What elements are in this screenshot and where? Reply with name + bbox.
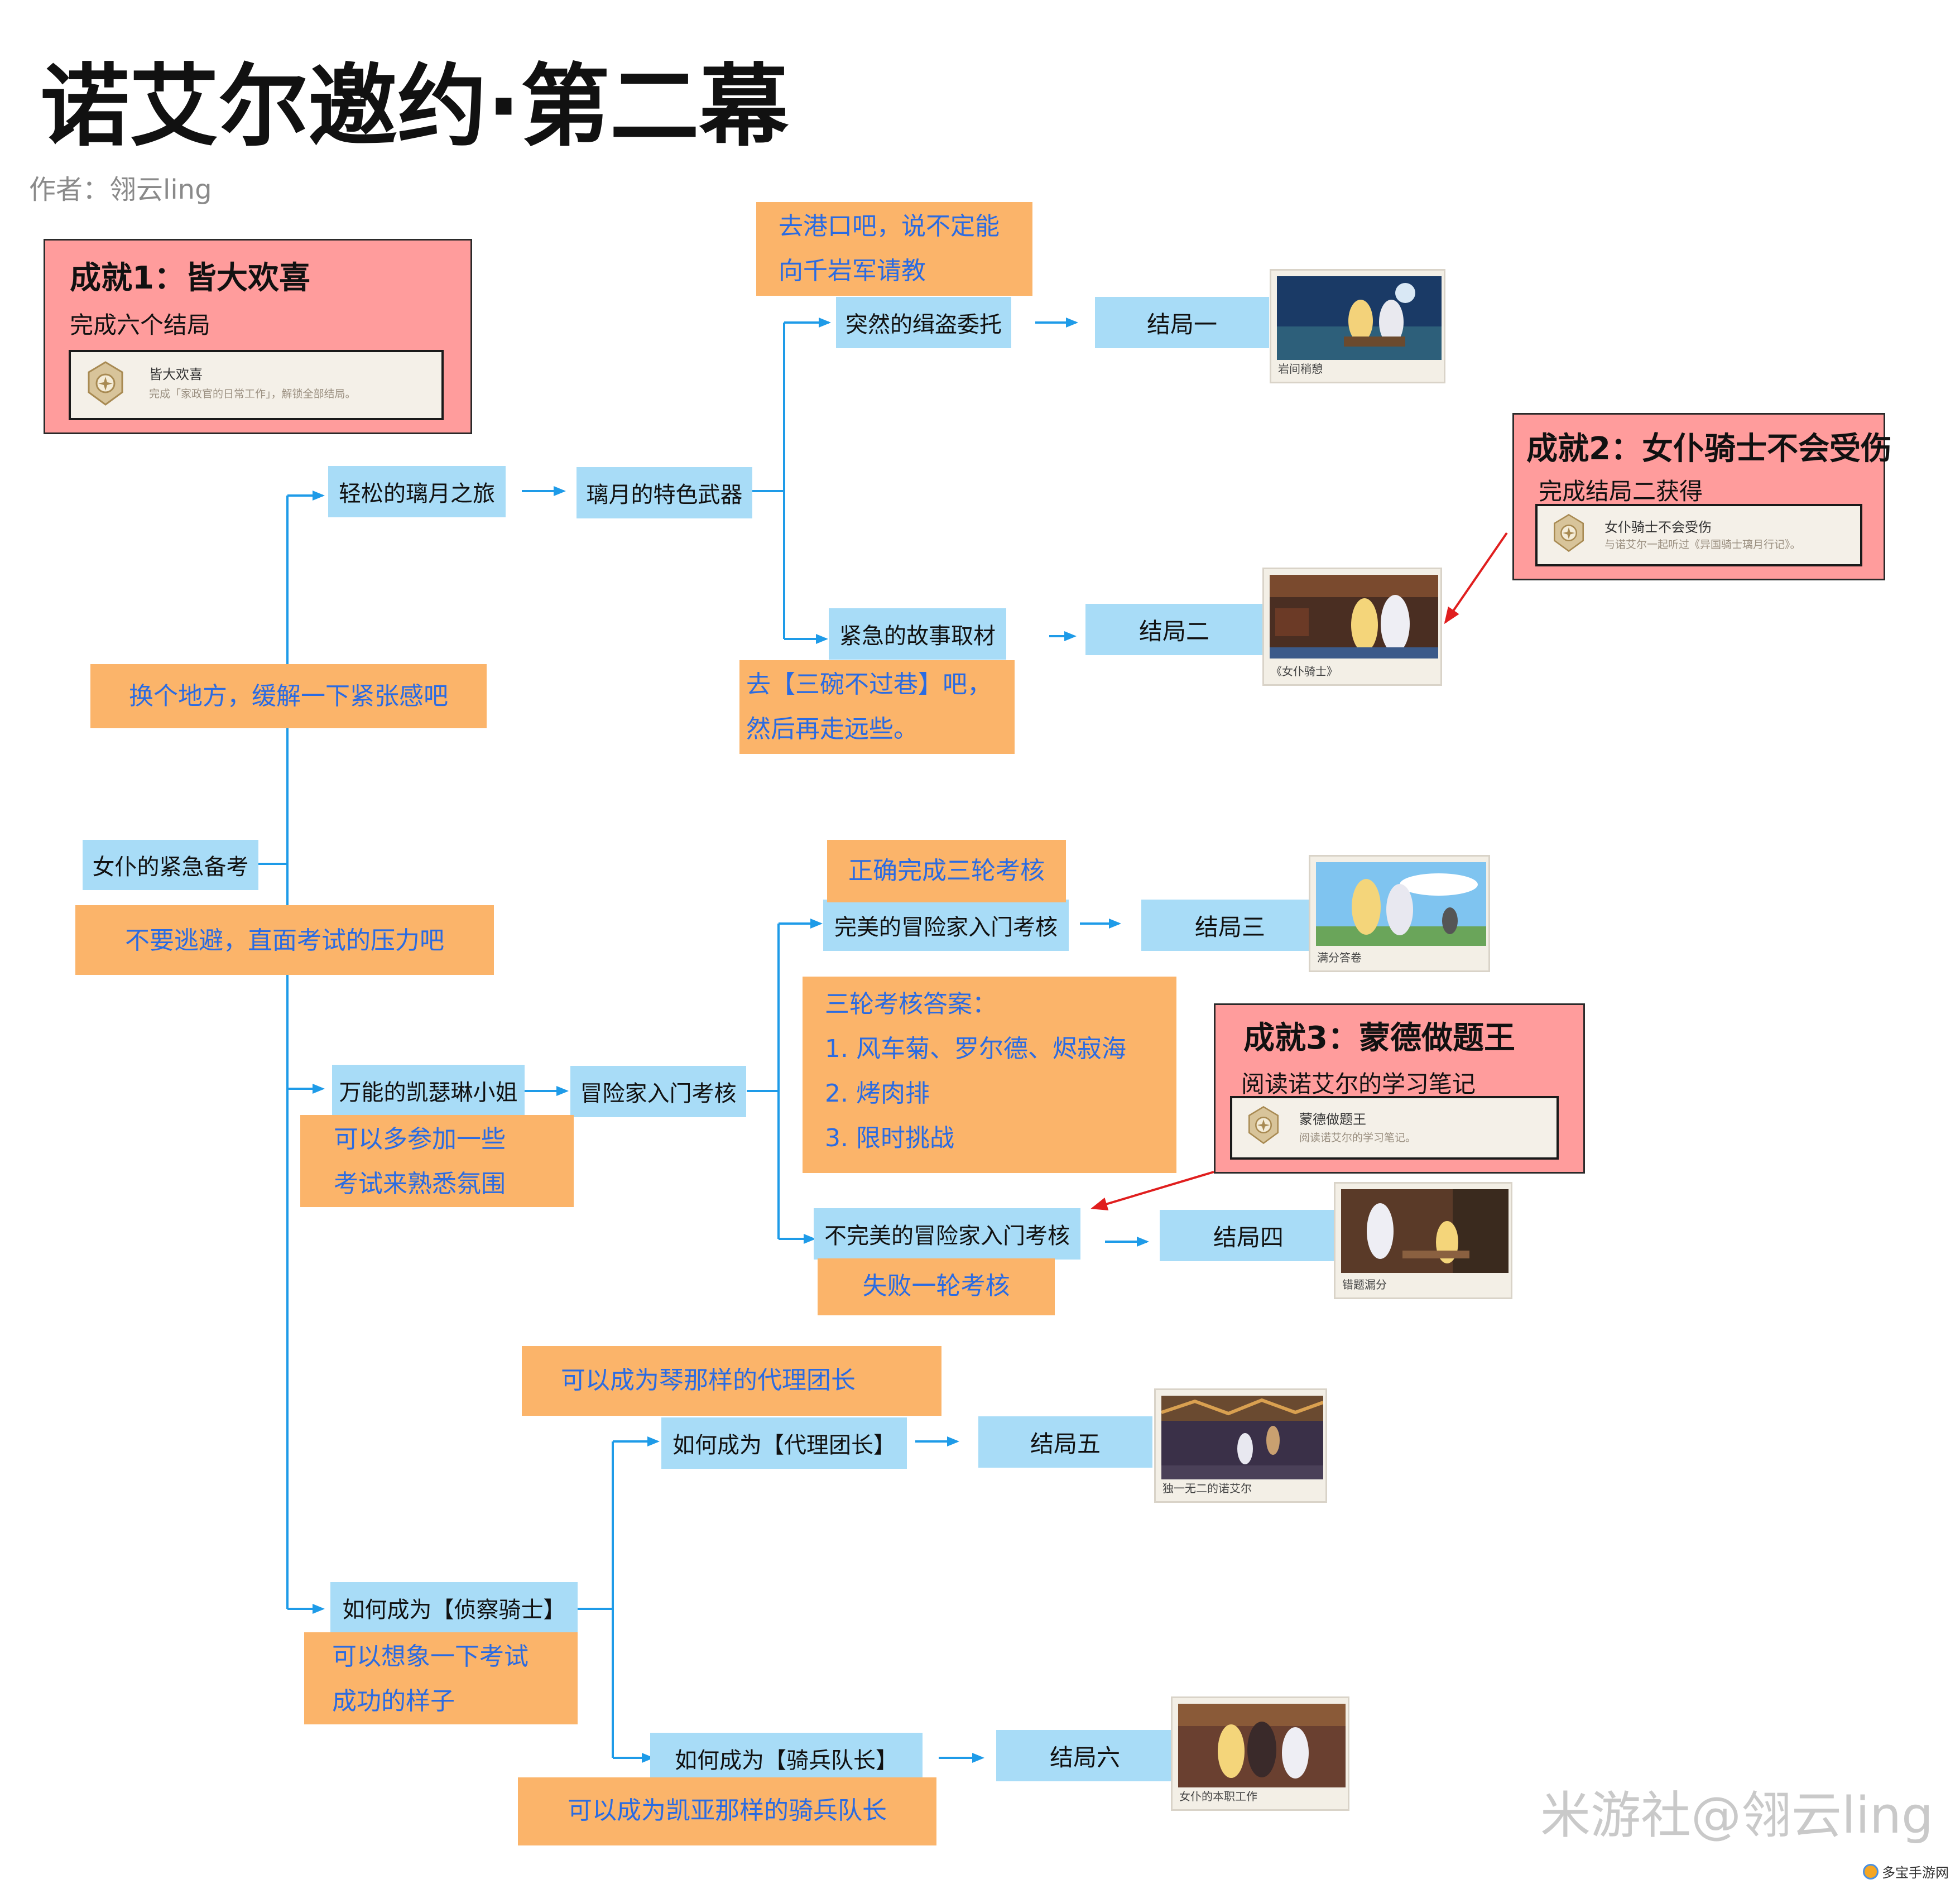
page-title: 诺艾尔邀约·第二幕 <box>40 54 789 158</box>
badge-name: 蒙德做题王 <box>1299 1112 1366 1127</box>
picture-caption: 《女仆骑士》 <box>1271 665 1338 678</box>
badge-name: 女仆骑士不会受伤 <box>1604 520 1712 535</box>
node-relaxed-trip: 轻松的璃月之旅 <box>328 466 506 517</box>
ending-3-picture: 满分答卷 <box>1309 855 1490 972</box>
ending-4-picture: 错题漏分 <box>1334 1182 1512 1299</box>
hint-line: 可以成为琴那样的代理团长 <box>561 1366 856 1395</box>
hint-go-port: 去港口吧，说不定能 向千岩军请教 <box>756 202 1032 296</box>
achievement-desc: 阅读诺艾尔的学习笔记 <box>1241 1070 1476 1098</box>
badge-desc: 阅读诺艾尔的学习笔记。 <box>1299 1132 1416 1144</box>
achievement-medal-icon <box>88 361 123 406</box>
achievement-title: 成就3：蒙德做题王 <box>1243 1020 1515 1056</box>
hint-like-kaeya: 可以成为凯亚那样的骑兵队长 <box>518 1777 936 1845</box>
hint-go-wanwen: 去【三碗不过巷】吧， 然后再走远些。 <box>739 660 1015 754</box>
hint-line: 考试来熟悉氛围 <box>334 1170 506 1198</box>
hint-line: 成功的样子 <box>332 1687 455 1715</box>
picture-caption: 独一无二的诺艾尔 <box>1162 1482 1252 1495</box>
node-theft-commission: 突然的缉盗委托 <box>836 297 1011 348</box>
ending-3-node: 结局三 <box>1141 900 1319 951</box>
node-urgent-story: 紧急的故事取材 <box>829 608 1006 660</box>
ending-1-picture: 岩间稍憩 <box>1270 269 1445 383</box>
hint-line: 去【三碗不过巷】吧， <box>746 670 992 699</box>
hint-line: 向千岩军请教 <box>779 257 926 285</box>
author-credit: 作者：翎云ling <box>29 174 212 205</box>
ending-1-node: 结局一 <box>1095 297 1269 348</box>
hint-more-exams: 可以多参加一些 考试来熟悉氛围 <box>300 1115 574 1207</box>
hint-line: 可以多参加一些 <box>334 1125 506 1153</box>
badge-desc: 与诺艾尔一起听过《异国骑士璃月行记》。 <box>1604 539 1801 551</box>
node-imperfect-exam: 不完美的冒险家入门考核 <box>814 1208 1080 1260</box>
hint-like-jean: 可以成为琴那样的代理团长 <box>522 1346 941 1416</box>
badge-name: 皆大欢喜 <box>149 367 203 382</box>
ending-5-picture: 独一无二的诺艾尔 <box>1154 1388 1327 1503</box>
achievement-badge: 蒙德做题王 阅读诺艾尔的学习笔记。 <box>1230 1096 1559 1160</box>
node-perfect-exam: 完美的冒险家入门考核 <box>823 900 1069 951</box>
node-adventurer-exam: 冒险家入门考核 <box>570 1066 746 1117</box>
hint-exam-answers: 三轮考核答案： 1. 风车菊、罗尔德、烬寂海 2. 烤肉排 3. 限时挑战 <box>803 977 1176 1173</box>
ending-6-scene-icon <box>1178 1704 1346 1787</box>
corner-logo: 多宝手游网 <box>1863 1862 1949 1881</box>
hint-line: 正确完成三轮考核 <box>848 857 1045 885</box>
picture-caption: 岩间稍憩 <box>1278 362 1323 376</box>
hint-line: 不要逃避，直面考试的压力吧 <box>125 926 444 955</box>
achievement-title: 成就2：女仆骑士不会受伤 <box>1526 431 1892 467</box>
ending-2-node: 结局二 <box>1085 604 1263 655</box>
corner-logo-icon <box>1863 1863 1879 1880</box>
ending-5-node: 结局五 <box>978 1416 1152 1468</box>
ending-2-scene-icon <box>1270 575 1438 658</box>
badge-desc: 完成「家政官的日常工作」，解锁全部结局。 <box>149 388 356 400</box>
corner-logo-text: 多宝手游网 <box>1882 1865 1949 1881</box>
achievement-3-card: 成就3：蒙德做题王 阅读诺艾尔的学习笔记 蒙德做题王 阅读诺艾尔的学习笔记。 <box>1214 1003 1585 1174</box>
achievement-badge: 女仆骑士不会受伤 与诺艾尔一起听过《异国骑士璃月行记》。 <box>1535 504 1862 566</box>
hint-line: 失败一轮考核 <box>862 1272 1010 1300</box>
hint-change-place: 换个地方，缓解一下紧张感吧 <box>90 664 487 728</box>
hint-imagine-success: 可以想象一下考试 成功的样子 <box>304 1632 578 1724</box>
achievement-desc: 完成结局二获得 <box>1539 478 1703 505</box>
hint-line: 去港口吧，说不定能 <box>779 212 1000 241</box>
hint-line: 2. 烤肉排 <box>825 1079 930 1108</box>
picture-caption: 错题漏分 <box>1342 1278 1387 1291</box>
picture-caption: 满分答卷 <box>1317 951 1362 964</box>
achievement-3-pointer <box>1091 1171 1214 1211</box>
hint-line: 可以成为凯亚那样的骑兵队长 <box>568 1796 887 1825</box>
hint-correct-three: 正确完成三轮考核 <box>827 840 1066 902</box>
hint-line: 然后再走远些。 <box>746 715 918 743</box>
ending-2-picture: 《女仆骑士》 <box>1262 568 1442 686</box>
hint-line: 1. 风车菊、罗尔德、烬寂海 <box>825 1035 1126 1063</box>
ending-4-scene-icon <box>1341 1189 1509 1273</box>
node-versatile-katheryne: 万能的凯瑟琳小姐 <box>332 1065 525 1116</box>
achievement-desc: 完成六个结局 <box>70 311 211 339</box>
root-node: 女仆的紧急备考 <box>83 840 258 890</box>
hint-face-exam: 不要逃避，直面考试的压力吧 <box>75 905 494 975</box>
achievement-medal-icon <box>1248 1105 1279 1145</box>
node-liyue-weapon: 璃月的特色武器 <box>577 467 752 518</box>
hint-fail-one: 失败一轮考核 <box>818 1258 1055 1315</box>
node-become-acting-grand-master: 如何成为【代理团长】 <box>661 1417 907 1469</box>
ending-1-scene-icon <box>1277 276 1442 360</box>
ending-4-node: 结局四 <box>1160 1210 1337 1261</box>
hint-line: 三轮考核答案： <box>825 990 997 1018</box>
achievement-2-pointer <box>1444 532 1508 624</box>
hint-line: 可以想象一下考试 <box>332 1642 529 1671</box>
achievement-title: 成就1：皆大欢喜 <box>70 260 310 296</box>
picture-caption: 女仆的本职工作 <box>1179 1790 1257 1803</box>
ending-5-scene-icon <box>1161 1396 1323 1479</box>
ending-6-picture: 女仆的本职工作 <box>1171 1696 1349 1811</box>
ending-6-node: 结局六 <box>996 1730 1174 1781</box>
hint-line: 换个地方，缓解一下紧张感吧 <box>129 682 448 710</box>
watermark: 米游社@翎云ling <box>1540 1786 1934 1845</box>
achievement-medal-icon <box>1554 513 1584 552</box>
achievement-badge: 皆大欢喜 完成「家政官的日常工作」，解锁全部结局。 <box>69 350 444 420</box>
achievement-1-card: 成就1：皆大欢喜 完成六个结局 皆大欢喜 完成「家政官的日常工作」，解锁全部结局… <box>44 239 472 434</box>
ending-3-scene-icon <box>1316 862 1486 946</box>
node-become-cavalry-captain: 如何成为【骑兵队长】 <box>650 1733 923 1784</box>
achievement-2-card: 成就2：女仆骑士不会受伤 完成结局二获得 女仆骑士不会受伤 与诺艾尔一起听过《异… <box>1512 413 1892 580</box>
hint-line: 3. 限时挑战 <box>825 1124 954 1152</box>
node-become-scout: 如何成为【侦察骑士】 <box>330 1582 578 1633</box>
